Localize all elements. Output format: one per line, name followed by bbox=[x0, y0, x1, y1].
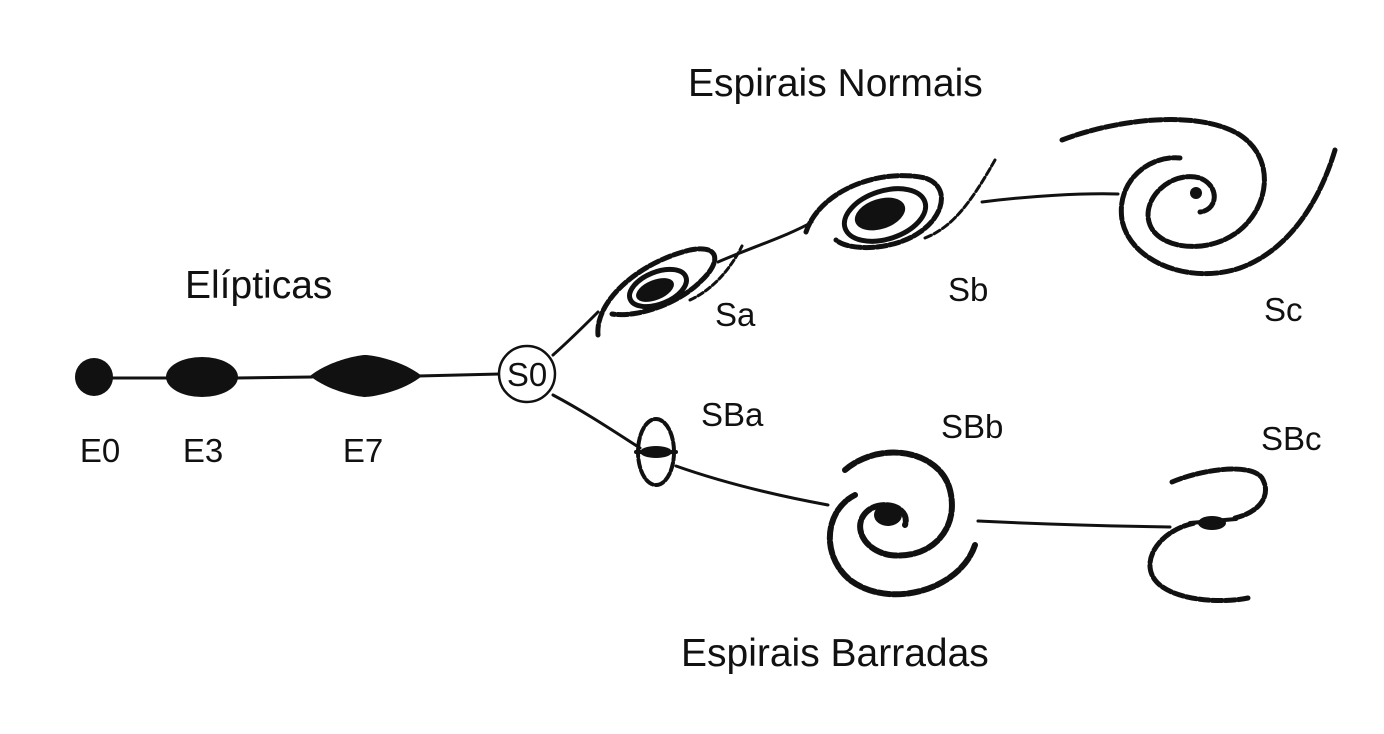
galaxy-sba-icon bbox=[634, 417, 678, 487]
line-e3-e7 bbox=[234, 375, 314, 380]
line-e7-s0 bbox=[416, 372, 502, 378]
line-s0-sa bbox=[551, 310, 600, 357]
barred-spirals-group-title: Espirais Barradas bbox=[681, 632, 989, 675]
elliptical-group-title: Elípticas bbox=[185, 264, 333, 307]
line-s0-sba bbox=[551, 393, 642, 450]
line-sb-sc bbox=[980, 192, 1120, 204]
normal-spirals-group-title: Espirais Normais bbox=[688, 62, 983, 105]
line-sba-sbb bbox=[674, 464, 830, 507]
line-sa-sb bbox=[716, 220, 814, 264]
label-sa: Sa bbox=[715, 296, 756, 333]
galaxy-sc-icon bbox=[1059, 117, 1338, 277]
galaxy-sb-icon bbox=[803, 158, 997, 251]
label-sba: SBa bbox=[701, 396, 764, 433]
galaxy-s0-icon bbox=[497, 344, 557, 404]
galaxy-sbc-icon bbox=[1147, 466, 1268, 604]
label-e7: E7 bbox=[342, 432, 384, 469]
line-sbb-sbc bbox=[976, 519, 1172, 529]
label-sbb: SBb bbox=[941, 408, 1004, 445]
label-sbc: SBc bbox=[1261, 420, 1322, 457]
galaxy-e0-icon bbox=[75, 358, 113, 396]
galaxy-e7-icon bbox=[310, 355, 422, 397]
galaxy-sbb-icon bbox=[826, 449, 978, 598]
galaxy-e3-icon bbox=[166, 357, 238, 397]
label-sc: Sc bbox=[1264, 291, 1303, 328]
elliptical-galaxies bbox=[75, 355, 422, 397]
label-e0: E0 bbox=[79, 432, 121, 469]
label-s0: S0 bbox=[506, 356, 548, 393]
label-sb: Sb bbox=[948, 271, 989, 308]
galaxy-sa-icon bbox=[595, 244, 744, 338]
connector-lines bbox=[108, 192, 1172, 529]
label-e3: E3 bbox=[182, 432, 224, 469]
